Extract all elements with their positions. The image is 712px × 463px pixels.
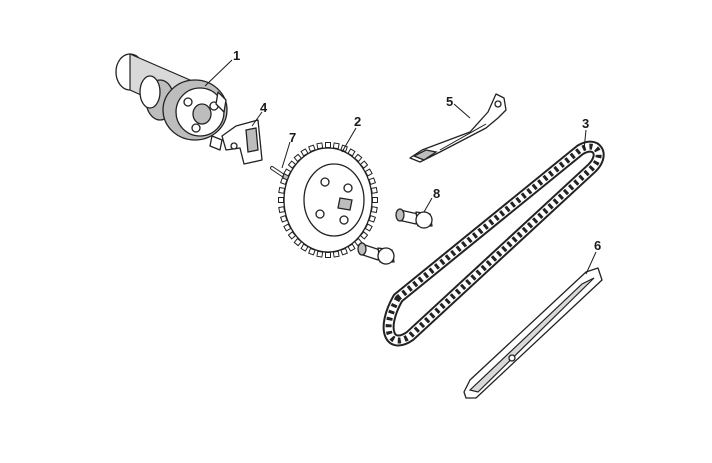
callout-2: 2 bbox=[341, 114, 361, 153]
svg-text:4: 4 bbox=[260, 100, 268, 115]
chain-guide-upper-part bbox=[409, 93, 507, 163]
callout-4: 4 bbox=[251, 100, 268, 127]
sprocket-tooth bbox=[325, 142, 331, 148]
sprocket-bolt-part bbox=[357, 208, 433, 265]
svg-text:1: 1 bbox=[233, 48, 240, 63]
svg-text:7: 7 bbox=[289, 130, 296, 145]
sprocket-tooth bbox=[370, 186, 378, 194]
callout-8: 8 bbox=[423, 186, 440, 213]
sprocket-tooth bbox=[372, 197, 378, 203]
sprocket-tooth bbox=[278, 197, 284, 203]
camshaft-part bbox=[115, 53, 228, 141]
svg-text:5: 5 bbox=[446, 94, 453, 109]
callout-3: 3 bbox=[582, 116, 589, 151]
sprocket-tooth bbox=[278, 186, 286, 194]
chain-tensioner-guide-part bbox=[463, 267, 603, 399]
callout-7: 7 bbox=[281, 130, 296, 169]
sprocket-tooth bbox=[325, 252, 331, 258]
sprocket-tooth bbox=[278, 206, 286, 214]
timing-chain-part bbox=[382, 140, 605, 347]
decompressor-part bbox=[209, 119, 263, 165]
camshaft-sprocket-part bbox=[278, 142, 378, 258]
callout-5: 5 bbox=[446, 94, 471, 119]
svg-text:3: 3 bbox=[582, 116, 589, 131]
sprocket-tooth bbox=[370, 206, 378, 214]
callout-6: 6 bbox=[585, 238, 601, 275]
callout-1: 1 bbox=[204, 48, 240, 87]
svg-text:8: 8 bbox=[433, 186, 440, 201]
svg-text:6: 6 bbox=[594, 238, 601, 253]
svg-text:2: 2 bbox=[354, 114, 361, 129]
